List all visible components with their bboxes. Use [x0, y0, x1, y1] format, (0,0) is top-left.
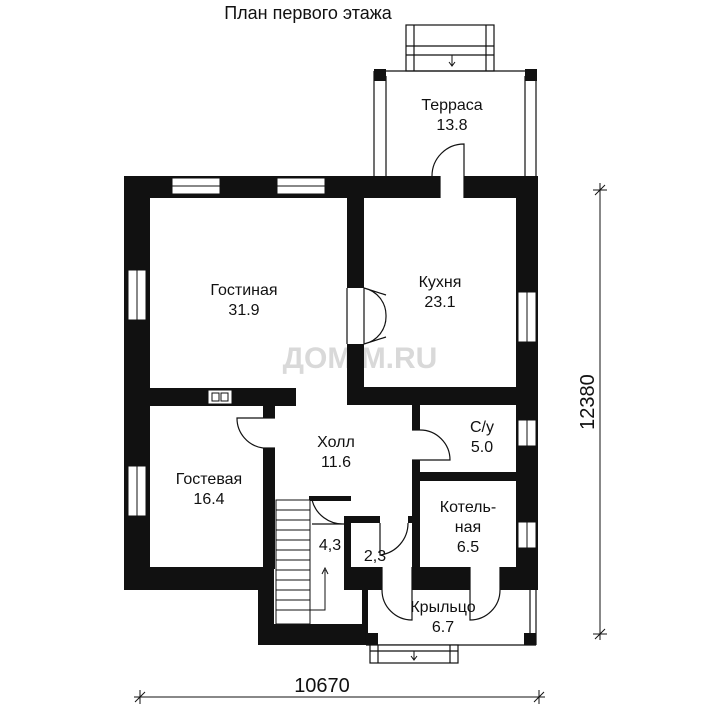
- dimension-height: [593, 183, 607, 640]
- room-closet1-area: 4,3: [319, 537, 341, 554]
- room-bathroom-area: 5.0: [471, 439, 493, 456]
- room-terrace-area: 13.8: [436, 117, 467, 134]
- room-boiler-name-line2: ная: [455, 519, 481, 536]
- terrace-outline: [373, 24, 537, 178]
- terrace-post-left: [374, 69, 386, 81]
- room-boiler-area: 6.5: [457, 539, 479, 556]
- room-kitchen-name: Кухня: [419, 274, 462, 291]
- room-boiler-name-line1: Котель-: [440, 499, 496, 516]
- room-living-area: 31.9: [228, 302, 259, 319]
- room-guest-name: Гостевая: [176, 471, 242, 488]
- room-kitchen-area: 23.1: [424, 294, 455, 311]
- room-hall-area: 11.6: [321, 454, 351, 471]
- dimension-height-label: 12380: [577, 374, 599, 430]
- doors: [236, 143, 501, 621]
- room-hall-name: Холл: [317, 434, 355, 451]
- porch-post-left: [366, 633, 378, 645]
- room-porch-area: 6.7: [432, 619, 454, 636]
- staircase: [275, 499, 329, 625]
- dimension-width: [134, 690, 545, 704]
- plan-title: План первого этажа: [224, 3, 393, 23]
- room-living-name: Гостиная: [210, 282, 277, 299]
- room-porch-name: Крыльцо: [410, 599, 475, 616]
- room-terrace-name: Терраса: [421, 97, 482, 114]
- dimension-width-label: 10670: [294, 675, 350, 697]
- terrace-step-arrow-icon: [448, 55, 456, 67]
- porch-post-right: [524, 633, 536, 645]
- windows: [127, 177, 537, 549]
- room-guest-area: 16.4: [193, 491, 224, 508]
- terrace-post-right: [525, 69, 537, 81]
- room-closet2-area: 2,3: [364, 548, 386, 565]
- room-bathroom-name: С/у: [470, 419, 494, 436]
